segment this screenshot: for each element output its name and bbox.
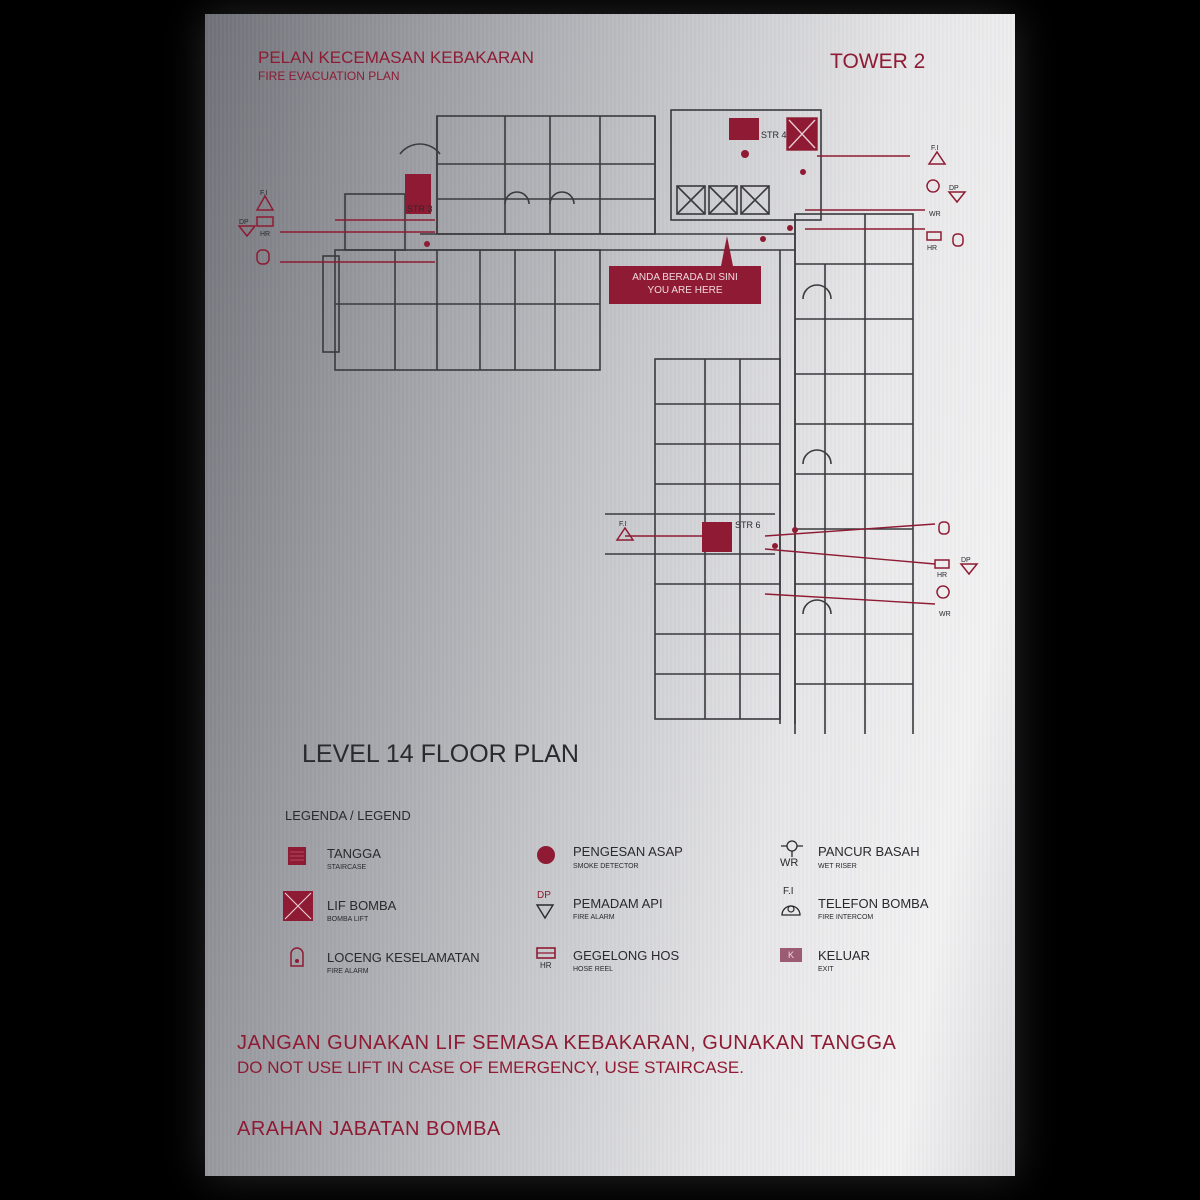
marker-wr-lower: WR [939,611,951,618]
marker-fi-mid: F.I [619,521,626,528]
fire-alarm-bell-icon [290,947,304,967]
legend-sub-fire-intercom: FIRE INTERCOM [818,914,874,921]
stair-label-str6: STR 6 [735,520,761,530]
marker-hr-left: HR [260,231,270,238]
legend-sub-bomba-lift: BOMBA LIFT [327,916,369,923]
floor-plan-title: LEVEL 14 FLOOR PLAN [302,740,579,768]
warning-malay: JANGAN GUNAKAN LIF SEMASA KEBAKARAN, GUN… [237,1032,897,1054]
legend-sub-exit: EXIT [818,966,834,973]
marker-wr-right: WR [929,211,941,218]
legend-label-fire-alarm-bell: LOCENG KESELAMATAN [327,950,480,965]
you-are-here-malay: ANDA BERADA DI SINI [632,272,738,283]
marker-dp-lower: DP [961,557,971,564]
legend-label-fire-extinguisher: PEMADAM API [573,896,663,911]
marker-dp-left: DP [239,219,249,226]
legend-label-exit: KELUAR [818,948,871,963]
legend-title: LEGENDA / LEGEND [285,808,411,823]
you-are-here-label: ANDA BERADA DI SINI YOU ARE HERE [609,236,761,304]
bomba-lift-icon [283,891,313,921]
legend-sub-fire-extinguisher: FIRE ALARM [573,914,615,921]
legend-code-hr: HR [540,961,552,970]
smoke-detector-icon [537,846,555,864]
fire-extinguisher-icon [535,904,555,920]
legend-label-bomba-lift: LIF BOMBA [327,898,397,913]
legend-label-staircase: TANGGA [327,846,381,861]
legend-code-wr: WR [780,857,799,869]
legend-code-dp: DP [537,890,551,901]
authority-notice: ARAHAN JABATAN BOMBA [237,1118,501,1140]
marker-hr-lower: HR [937,572,947,579]
legend-sub-wet-riser: WET RISER [818,863,857,870]
floor-plan-drawing: STR 3 STR 4 STR 6 F.I DP HR F.I DP WR HR… [237,109,979,734]
warning-english: DO NOT USE LIFT IN CASE OF EMERGENCY, US… [237,1058,744,1077]
legend-label-smoke-detector: PENGESAN ASAP [573,844,683,859]
staircase-icon [288,847,306,865]
fire-intercom-icon [781,905,801,916]
building-name: TOWER 2 [830,50,926,73]
legend-sub-fire-alarm-bell: FIRE ALARM [327,968,369,975]
legend-label-hose-reel: GEGELONG HOS [573,948,680,963]
hose-reel-icon [536,947,556,959]
legend-sub-hose-reel: HOSE REEL [573,966,614,973]
marker-fi-right: F.I [931,145,938,152]
plan-title-english: FIRE EVACUATION PLAN [258,69,400,83]
legend-label-wet-riser: PANCUR BASAH [818,844,920,859]
stair-label-str3: STR 3 [407,204,433,214]
legend-sub-smoke-detector: SMOKE DETECTOR [573,863,639,870]
marker-dp-right: DP [949,185,959,192]
legend-label-fire-intercom: TELEFON BOMBA [818,896,929,911]
wet-riser-icon [781,840,803,857]
exit-icon: K [780,948,802,962]
plan-title-malay: PELAN KECEMASAN KEBAKARAN [258,48,534,67]
legend-code-fi: F.I [783,886,794,897]
evacuation-plan-plate: PELAN KECEMASAN KEBAKARAN FIRE EVACUATIO… [205,14,1015,1176]
legend-sub-staircase: STAIRCASE [327,864,367,871]
you-are-here-english: YOU ARE HERE [647,285,723,296]
stair-label-str4: STR 4 [761,130,787,140]
marker-fi-left: F.I [260,190,267,197]
marker-hr-right: HR [927,245,937,252]
